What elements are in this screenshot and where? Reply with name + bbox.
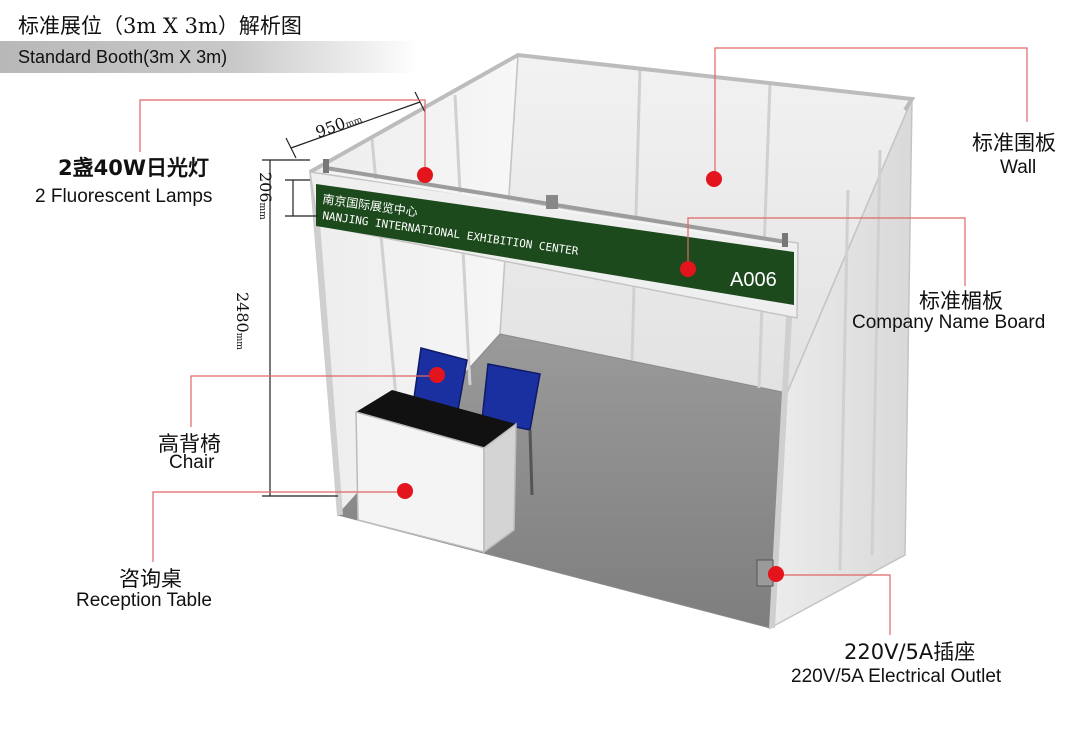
marker-table	[397, 483, 413, 499]
label-chair-en: Chair	[169, 452, 215, 473]
marker-board	[680, 261, 696, 277]
booth-number: A006	[730, 269, 777, 291]
company-name-board	[316, 184, 794, 305]
label-table-en: Reception Table	[76, 590, 212, 611]
label-board-en: Company Name Board	[852, 312, 1046, 333]
label-outlet-cn: 220V/5A插座	[844, 640, 976, 664]
page-subtitle: Standard Booth(3m X 3m)	[18, 47, 228, 67]
dim-header-height: 206mm	[256, 172, 275, 220]
page-title: 标准展位（3m X 3m）解析图	[18, 14, 302, 38]
dim-width: 950mm	[313, 107, 365, 141]
label-outlet-en: 220V/5A Electrical Outlet	[791, 666, 1002, 687]
chair-back	[481, 363, 541, 496]
label-wall-cn: 标准围板	[972, 131, 1056, 155]
marker-chair	[429, 367, 445, 383]
label-lamps-cn: 2盏40W日光灯	[58, 156, 209, 180]
markers	[397, 167, 784, 582]
label-table-cn: 咨询桌	[119, 567, 182, 591]
label-wall-en: Wall	[1000, 157, 1037, 178]
lamp-rail	[323, 159, 788, 247]
leader-lines	[139, 47, 1028, 635]
wall-panel-seams	[370, 68, 882, 571]
reception-table-shape	[355, 390, 517, 554]
dimension-lines	[262, 91, 426, 497]
marker-wall	[706, 171, 722, 187]
label-lamps-en: 2 Fluorescent Lamps	[35, 186, 213, 207]
marker-lamps	[417, 167, 433, 183]
dim-height: 2480mm	[233, 292, 252, 350]
marker-outlet	[768, 566, 784, 582]
subtitle-bar	[0, 41, 420, 73]
label-board-cn: 标准楣板	[919, 289, 1003, 313]
label-chair-cn: 高背椅	[158, 432, 221, 456]
